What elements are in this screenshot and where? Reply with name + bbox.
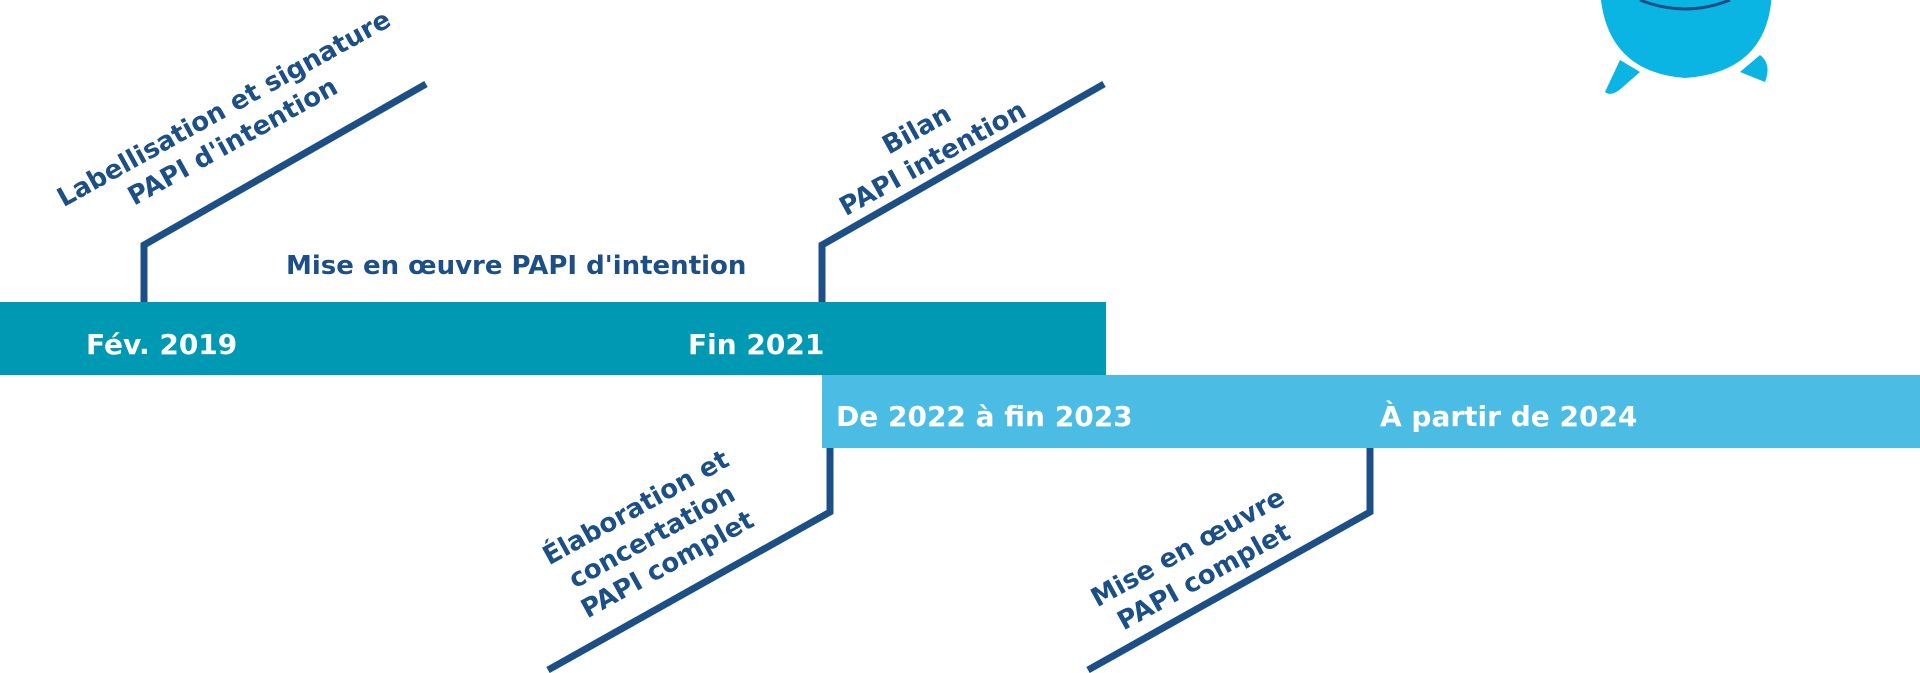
connector-labellisation [140, 80, 428, 302]
connector-bilan [818, 80, 1106, 302]
date-end-2021: Fin 2021 [688, 328, 825, 361]
phase2-band [822, 375, 1920, 448]
connector-elaboration [546, 448, 834, 673]
date-2022-2023: De 2022 à fin 2023 [836, 400, 1133, 433]
connector-mise-oeuvre-complet [1086, 448, 1374, 673]
mise-en-oeuvre-intention-label: Mise en œuvre PAPI d'intention [286, 251, 747, 281]
date-from-2024: À partir de 2024 [1380, 400, 1638, 433]
date-feb-2019: Fév. 2019 [86, 328, 238, 361]
phase1-band [0, 302, 1106, 375]
water-drop-mascot-icon [1600, 0, 1772, 94]
